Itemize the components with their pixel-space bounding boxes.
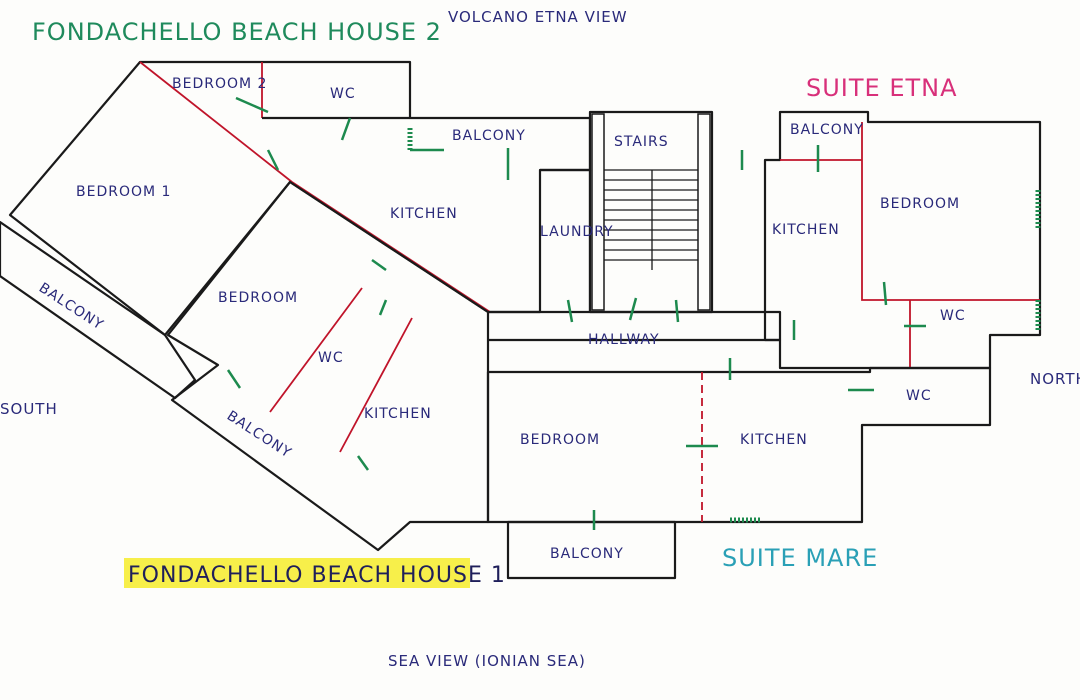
house1-body [166,180,490,552]
house1-unit [166,180,490,552]
title-house2: FONDACHELLO BEACH HOUSE 2 [32,18,442,46]
suite-mare-unit [486,358,992,580]
house2-unit [0,60,592,400]
title-house1: FONDACHELLO BEACH HOUSE 1 [128,563,506,588]
house2-door-1 [235,96,510,180]
suite-etna-walls [780,122,1040,368]
house1-doors [226,258,388,471]
stairs-wall-left [591,113,605,311]
house1-wc-walls [269,287,413,453]
hallway-outline [488,310,782,342]
label-house1-balcony: BALCONY [224,408,295,462]
label-mare-balcony: BALCONY [550,546,624,562]
label-house2-bedroom1: BEDROOM 1 [76,184,171,200]
house2-body [8,60,592,337]
label-house1-wc: WC [318,350,344,366]
stairs-core [488,110,782,342]
title-suite-etna: SUITE ETNA [806,74,958,102]
stair-treads [604,169,698,270]
label-mare-bedroom: BEDROOM [520,432,600,448]
label-etna-balcony: BALCONY [790,122,864,138]
compass-north: NORTH [1030,370,1080,388]
label-mare-wc: WC [906,388,932,404]
stairs-wall-right [697,113,711,311]
label-stairs: STAIRS [614,134,669,150]
label-house1-kitchen: KITCHEN [364,406,432,422]
house2-wall-divider [139,61,293,183]
label-etna-kitchen: KITCHEN [772,222,840,238]
house2-balcony-left [0,220,197,400]
label-mare-kitchen: KITCHEN [740,432,808,448]
label-hallway: HALLWAY [588,332,660,348]
label-etna-wc: WC [940,308,966,324]
label-house2-bedroom2: BEDROOM 2 [172,76,267,92]
suite-etna-doors [792,145,926,340]
title-etna-view: VOLCANO ETNA VIEW [448,8,628,26]
label-house2-wc: WC [330,86,356,102]
label-laundry: LAUNDRY [540,224,614,240]
house1-title-highlight [124,558,470,588]
hallway-doors [566,150,744,323]
label-house1-bedroom: BEDROOM [218,290,298,306]
suite-etna-body [763,110,1042,370]
suite-mare-doors [592,358,874,530]
label-house2-kitchen: KITCHEN [390,206,458,222]
compass-south: SOUTH [0,400,58,418]
suite-etna-unit [763,110,1042,370]
laundry-outline [540,168,592,312]
label-house2-balcony-top: BALCONY [452,128,526,144]
title-sea-view: SEA VIEW (IONIAN SEA) [388,652,586,670]
label-etna-bedroom: BEDROOM [880,196,960,212]
title-suite-mare: SUITE MARE [722,544,878,572]
suite-mare-balcony [506,520,677,580]
